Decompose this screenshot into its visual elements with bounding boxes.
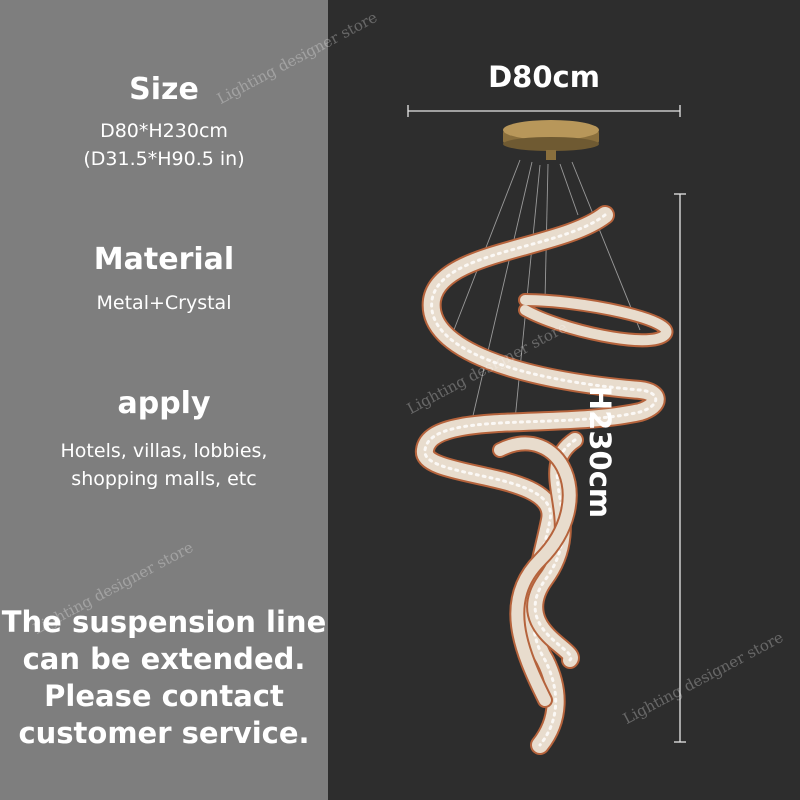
apply-line-2: shopping malls, etc bbox=[71, 468, 257, 490]
notice-line-4: customer service. bbox=[18, 716, 310, 750]
notice-line-1: The suspension line bbox=[1, 605, 327, 639]
ceiling-canopy bbox=[503, 120, 599, 160]
spiral-chandelier-icon bbox=[415, 120, 674, 755]
size-metric-text: D80*H230cm bbox=[100, 120, 228, 142]
height-dimension-label: H230cm bbox=[583, 385, 617, 519]
apply-line-1: Hotels, villas, lobbies, bbox=[60, 440, 268, 462]
material-value-text: Metal+Crystal bbox=[96, 292, 232, 314]
suspension-notice: The suspension line can be extended. Ple… bbox=[0, 604, 328, 752]
spec-panel: Size D80*H230cm (D31.5*H90.5 in) Materia… bbox=[0, 0, 328, 800]
notice-line-3: Please contact bbox=[44, 679, 284, 713]
size-imperial-text: (D31.5*H90.5 in) bbox=[83, 148, 245, 170]
size-heading: Size bbox=[129, 72, 199, 107]
material-heading: Material bbox=[93, 242, 235, 277]
crystal-ribbons bbox=[415, 205, 674, 755]
width-dimension-line bbox=[407, 105, 681, 117]
height-dimension-line bbox=[674, 193, 686, 743]
width-dimension-label: D80cm bbox=[488, 60, 600, 94]
notice-line-2: can be extended. bbox=[22, 642, 306, 676]
apply-heading: apply bbox=[117, 386, 211, 421]
